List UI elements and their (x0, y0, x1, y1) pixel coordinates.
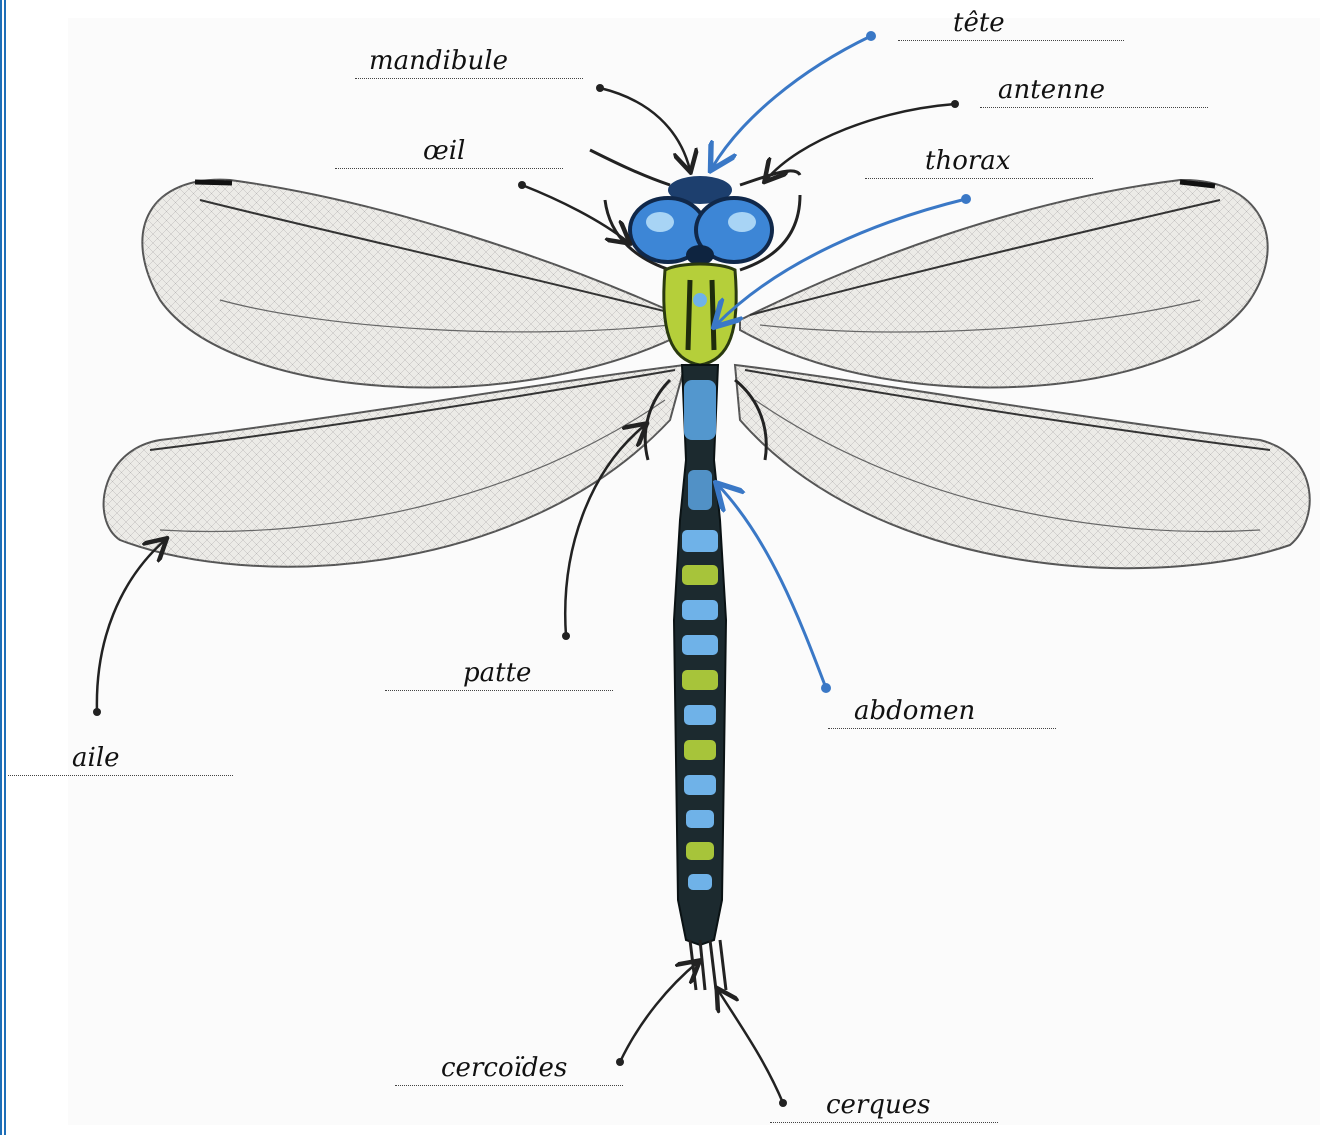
arrow-abdomen (718, 485, 826, 688)
arrow-oeil (522, 185, 628, 242)
label-cercoides: cercoïdes (395, 1051, 623, 1086)
label-abdomen-text: abdomen (854, 696, 975, 726)
head (630, 176, 772, 265)
label-oeil: œil (335, 134, 563, 169)
arrow-cercoides (620, 962, 698, 1062)
arrow-aile (97, 540, 165, 712)
label-abdomen: abdomen (828, 694, 1056, 729)
label-aile: aile (8, 741, 233, 776)
label-cerques: cerques (770, 1088, 998, 1123)
label-oeil-text: œil (423, 136, 465, 166)
wing-hindwing-right (735, 365, 1310, 568)
label-thorax-text: thorax (925, 146, 1010, 176)
label-tete-text: tête (953, 8, 1005, 38)
label-antenne: antenne (980, 73, 1208, 108)
wing-forewing-right (740, 180, 1268, 388)
label-thorax: thorax (865, 144, 1093, 179)
label-cercoides-text: cercoïdes (441, 1053, 567, 1083)
label-antenne-text: antenne (998, 75, 1105, 105)
arrow-mandibule (600, 88, 690, 170)
label-mandibule: mandibule (355, 44, 583, 79)
label-cerques-text: cerques (826, 1090, 931, 1120)
wing-hindwing-left (104, 365, 685, 567)
arrow-tete (712, 36, 871, 168)
arrow-cerques (718, 990, 783, 1103)
label-tete: tête (898, 6, 1124, 41)
label-patte-text: patte (463, 658, 531, 688)
label-mandibule-text: mandibule (369, 46, 508, 76)
label-aile-text: aile (72, 743, 120, 773)
abdomen (674, 365, 726, 945)
label-patte: patte (385, 656, 613, 691)
